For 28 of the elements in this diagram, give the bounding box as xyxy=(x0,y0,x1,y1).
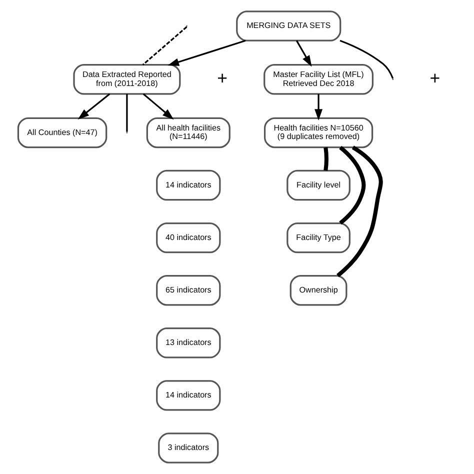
node-box: 3 indicators xyxy=(158,432,218,464)
arrow xyxy=(77,93,110,120)
label: + xyxy=(429,68,440,88)
connector xyxy=(126,94,128,132)
label: + xyxy=(216,68,228,88)
arrow xyxy=(295,40,312,67)
node-box: Master Facility List (MFL) Retrieved Dec 2018 xyxy=(263,64,373,95)
node-box: 14 indicators xyxy=(156,380,220,411)
node-box: Health facilities N=10560 (9 duplicates removed) xyxy=(263,117,373,148)
node-box: Data Extracted Reported from (2011-2018) xyxy=(72,64,180,95)
node-box: All health facilities (N=11446) xyxy=(146,117,230,148)
connector xyxy=(142,26,187,66)
connector xyxy=(336,146,382,278)
node-box: All Counties (N=47) xyxy=(16,117,107,148)
node-box: Facility Type xyxy=(286,222,350,254)
node-box: 65 indicators xyxy=(156,275,220,306)
node-box: Ownership xyxy=(289,275,347,306)
connector xyxy=(323,147,328,171)
arrow xyxy=(314,94,322,120)
connector xyxy=(338,146,366,225)
node-box: Facility level xyxy=(286,170,350,201)
arrow xyxy=(142,93,174,120)
node-box: 40 indicators xyxy=(156,222,220,254)
node-box: 13 indicators xyxy=(156,328,220,358)
connector xyxy=(339,40,394,79)
arrow xyxy=(167,40,246,66)
node-box: MERGING DATA SETS xyxy=(236,10,341,42)
node-box: 14 indicators xyxy=(156,170,220,201)
